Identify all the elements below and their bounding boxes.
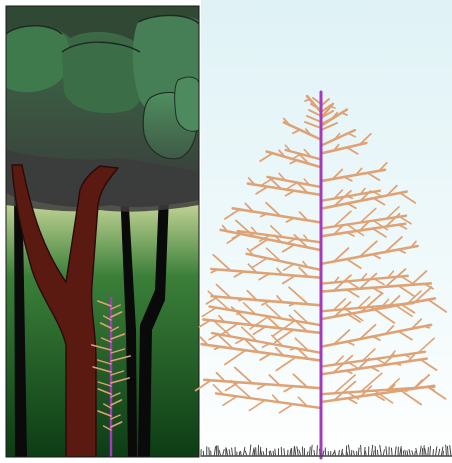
grass-blade [273, 451, 274, 455]
grass-blade [430, 446, 431, 455]
grass-blade [366, 451, 367, 455]
grass-blade [275, 449, 276, 455]
grass-blade [314, 450, 315, 455]
grass-blade [391, 448, 392, 455]
grass-blade [447, 446, 448, 455]
grass-blade [374, 451, 375, 455]
grass-blade [377, 450, 378, 455]
grass-blade [302, 447, 303, 455]
grass-blade [241, 451, 242, 455]
right-panel-open-field [196, 0, 452, 463]
grass-blade [263, 452, 264, 455]
grass-blade [339, 450, 340, 455]
grass-blade [361, 445, 362, 455]
grass-blade [364, 447, 365, 455]
grass-blade [358, 448, 359, 455]
grass-blade [317, 446, 318, 455]
grass-blade [407, 451, 408, 455]
left-panel-forest [6, 6, 199, 457]
grass-blade [446, 445, 447, 455]
